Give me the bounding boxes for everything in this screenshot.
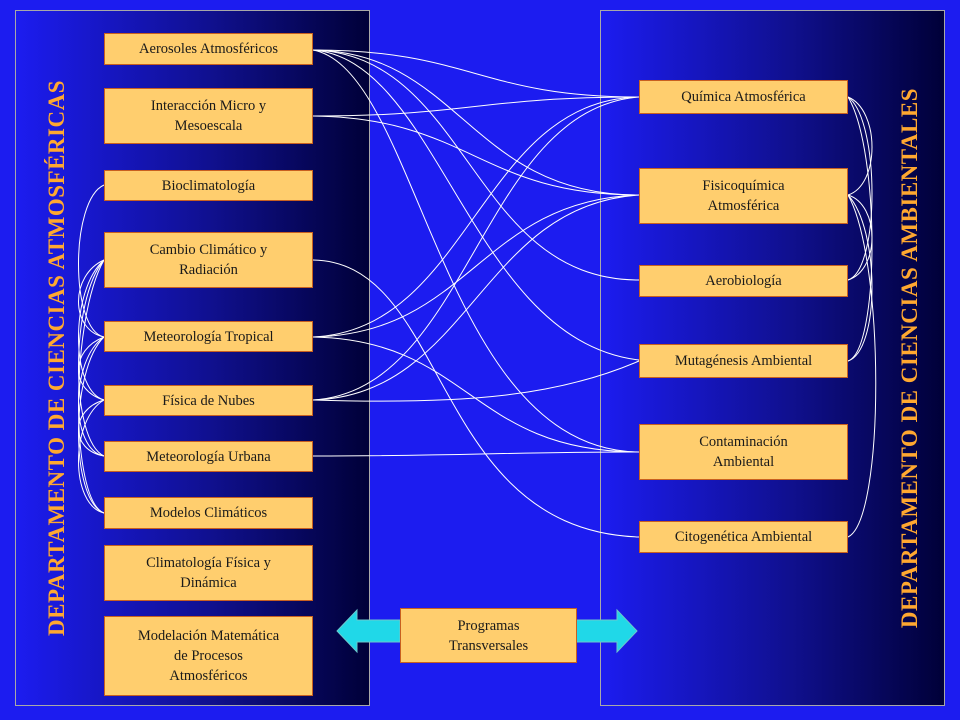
connector-line — [312, 194, 640, 338]
connector-line — [847, 96, 873, 281]
connector-line — [312, 49, 640, 361]
unit-citogenetica-ambiental: Citogenética Ambiental — [639, 521, 848, 553]
unit-modelacion-matematica: Modelación Matemática de Procesos Atmosf… — [104, 616, 313, 696]
connector-line — [312, 96, 640, 338]
connector-line — [847, 194, 873, 362]
connector-line — [78, 399, 105, 514]
connector-line — [78, 259, 105, 338]
connector-line — [78, 336, 105, 457]
left-arrow-icon — [336, 608, 401, 654]
connector-line — [312, 336, 640, 453]
connector-line — [312, 360, 640, 402]
unit-aerosoles-atmosfericos: Aerosoles Atmosféricos — [104, 33, 313, 65]
connector-line — [847, 194, 877, 538]
unit-modelos-climaticos: Modelos Climáticos — [104, 497, 313, 529]
right-arrow-icon — [575, 608, 638, 654]
connector-line — [847, 96, 873, 362]
connector-line — [312, 49, 640, 281]
connector-line — [312, 96, 640, 117]
connector-line — [78, 184, 105, 338]
unit-meteorologia-urbana: Meteorología Urbana — [104, 441, 313, 472]
connector-line — [312, 96, 640, 401]
unit-fisica-de-nubes: Física de Nubes — [104, 385, 313, 416]
connector-line — [312, 194, 640, 401]
unit-interaccion-micro-mesoescala: Interacción Micro y Mesoescala — [104, 88, 313, 144]
unit-fisicoquimica-atmosferica: Fisicoquímica Atmosférica — [639, 168, 848, 224]
unit-aerobiologia: Aerobiología — [639, 265, 848, 297]
unit-climatologia-fisica-dinamica: Climatología Física y Dinámica — [104, 545, 313, 601]
unit-bioclimatologia: Bioclimatología — [104, 170, 313, 201]
connector-line — [312, 49, 640, 453]
connector-line — [847, 194, 873, 281]
connector-line — [847, 96, 873, 196]
unit-meteorologia-tropical: Meteorología Tropical — [104, 321, 313, 352]
unit-quimica-atmosferica: Química Atmosférica — [639, 80, 848, 114]
connector-line — [312, 115, 640, 196]
unit-mutagenesis-ambiental: Mutagénesis Ambiental — [639, 344, 848, 378]
connector-line — [78, 259, 105, 401]
connector-line — [312, 49, 640, 196]
connector-line — [78, 399, 105, 457]
connector-line — [78, 336, 105, 401]
connector-line — [312, 259, 640, 538]
unit-contaminacion-ambiental: Contaminación Ambiental — [639, 424, 848, 480]
connector-line — [312, 49, 640, 98]
unit-cambio-climatico-radiacion: Cambio Climático y Radiación — [104, 232, 313, 288]
connector-line — [312, 451, 640, 457]
transversal-programs-box: Programas Transversales — [400, 608, 577, 663]
